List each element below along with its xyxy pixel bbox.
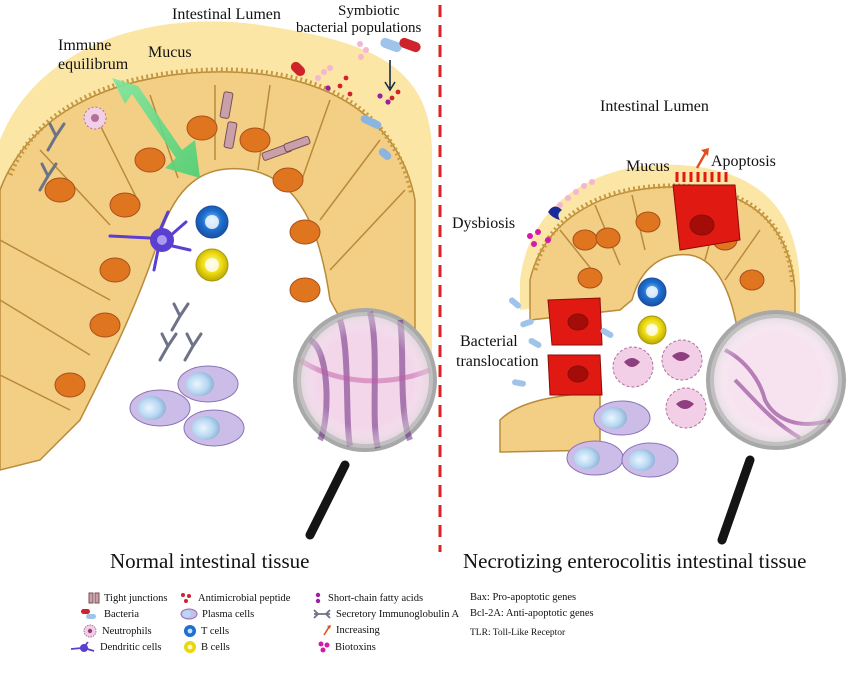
legend-antimicrobial-peptide: Antimicrobial peptide — [180, 592, 290, 604]
neutrophil-icon — [83, 624, 97, 638]
legend-label: Neutrophils — [102, 625, 152, 637]
legend-label: Biotoxins — [335, 641, 376, 653]
secretory-iga-icon — [313, 609, 331, 619]
normal-tissue-panel — [0, 21, 437, 540]
legend-secretory-iga: Secretory Immunoglobulin A — [312, 608, 459, 620]
t-cell-icon — [184, 625, 196, 637]
apoptosis-label: Apoptosis — [711, 153, 776, 170]
legend-note-bax: Bax: Pro-apoptotic genes — [470, 592, 577, 603]
legend-neutrophils: Neutrophils — [82, 624, 152, 638]
legend-note-bcl2a: Bcl-2A: Anti-apoptotic genes — [470, 608, 594, 619]
antimicrobial-peptide-icon — [181, 593, 191, 603]
legend-label: T cells — [201, 625, 230, 637]
translocation-label-line1: Bacterial — [460, 333, 518, 350]
biotoxin-icon — [318, 641, 330, 653]
histology-magnifier-left — [293, 308, 437, 540]
left-lumen-label: Intestinal Lumen — [172, 6, 281, 23]
legend-label: Short-chain fatty acids — [328, 592, 424, 604]
legend-label: B cells — [201, 641, 230, 653]
increasing-arrow-icon — [323, 625, 331, 636]
legend-label: Bacteria — [104, 608, 139, 620]
immune-equilibrium-arrow — [112, 78, 200, 178]
legend-tight-junctions: Tight junctions — [88, 592, 168, 604]
legend-label: Increasing — [336, 624, 380, 636]
short-chain-fatty-acid-icon — [315, 592, 321, 604]
left-caption: Normal intestinal tissue — [110, 549, 310, 573]
symbiotic-label-line2: bacterial populations — [296, 20, 422, 36]
bacteria-icon — [81, 609, 96, 619]
right-lumen-label: Intestinal Lumen — [600, 98, 709, 115]
symbiotic-bacteria — [290, 37, 421, 160]
iga-antibodies-left — [38, 122, 203, 362]
t-cell-right — [637, 277, 667, 307]
legend-label: Secretory Immunoglobulin A — [336, 608, 460, 620]
legend-increasing: Increasing — [322, 624, 380, 636]
legend-label: Plasma cells — [202, 608, 255, 620]
plasma-cells-right — [566, 400, 679, 478]
b-cell-icon — [184, 641, 196, 653]
histology-magnifier-right — [706, 310, 846, 545]
plasma-cell-icon — [180, 608, 198, 620]
t-cell-left — [195, 205, 229, 239]
legend-t-cells: T cells — [183, 624, 229, 638]
symbiotic-label-line1: Symbiotic — [338, 3, 400, 19]
nec-tissue-panel — [499, 148, 846, 545]
legend-label: Dendritic cells — [100, 641, 162, 653]
immune-label-line2: equilibrum — [58, 56, 129, 73]
tight-junctions-left — [219, 91, 311, 161]
legend-short-chain-fatty-acids: Short-chain fatty acids — [312, 592, 423, 604]
immune-label-line1: Immune — [58, 37, 112, 54]
legend-dendritic-cells: Dendritic cells — [70, 640, 162, 654]
nuclei-left — [44, 115, 321, 398]
increasing-arrow-icon — [695, 148, 709, 169]
b-cell-left — [195, 248, 229, 282]
dendritic-cell — [108, 210, 192, 272]
neutrophils-right — [612, 339, 707, 429]
apoptotic-cells — [547, 172, 741, 396]
legend-note-tlr: TLR: Toll-Like Receptor — [470, 628, 566, 638]
legend-bacteria: Bacteria — [80, 608, 139, 620]
neutrophil-left — [83, 106, 107, 130]
dysbiosis-label: Dysbiosis — [452, 215, 516, 232]
legend-label: Antimicrobial peptide — [198, 592, 291, 604]
right-mucus-label: Mucus — [626, 158, 670, 175]
tight-junction-icon — [88, 592, 100, 604]
right-caption: Necrotizing enterocolitis intestinal tis… — [463, 549, 807, 573]
legend-biotoxins: Biotoxins — [317, 640, 376, 654]
left-mucus-label: Mucus — [148, 44, 192, 61]
legend-plasma-cells: Plasma cells — [180, 608, 254, 620]
plasma-cells-left — [129, 365, 245, 447]
dysbiosis-bacteria — [508, 179, 614, 387]
legend-b-cells: B cells — [183, 640, 230, 654]
legend-label: Tight junctions — [104, 592, 168, 604]
translocation-label-line2: translocation — [456, 353, 539, 370]
dendritic-cell-icon — [70, 641, 95, 652]
b-cell-right — [637, 315, 667, 345]
